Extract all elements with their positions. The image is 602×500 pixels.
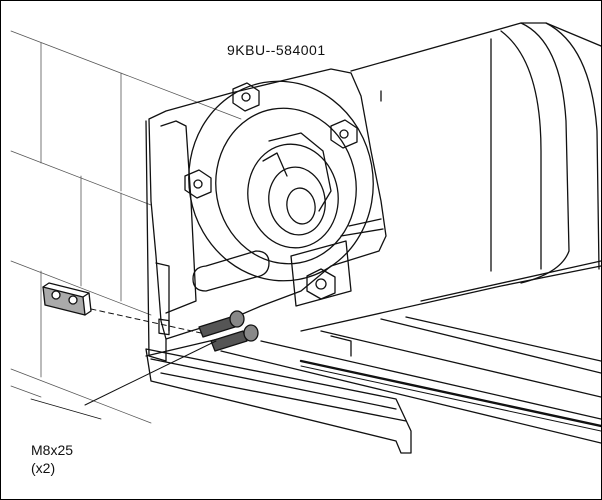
part-number-label: 9KBU--584001	[227, 42, 326, 58]
guide-rails	[145, 316, 601, 454]
fastener-size-label: M8x25	[31, 442, 74, 458]
fastener-leader-tick	[30, 398, 102, 420]
nut-plate	[42, 282, 92, 316]
flange-bolts	[184, 82, 358, 300]
fastener-qty-label: (x2)	[31, 460, 56, 476]
bracket-plate	[145, 68, 387, 362]
motor-flange	[188, 80, 374, 282]
bracket-slot	[192, 218, 384, 307]
wall	[10, 30, 242, 424]
housing	[300, 22, 601, 332]
alignment-dashed-line	[90, 308, 202, 334]
screws	[198, 310, 259, 352]
fastener-leader-line	[84, 340, 217, 406]
fastener-callout: M8x25 (x2)	[31, 441, 73, 477]
